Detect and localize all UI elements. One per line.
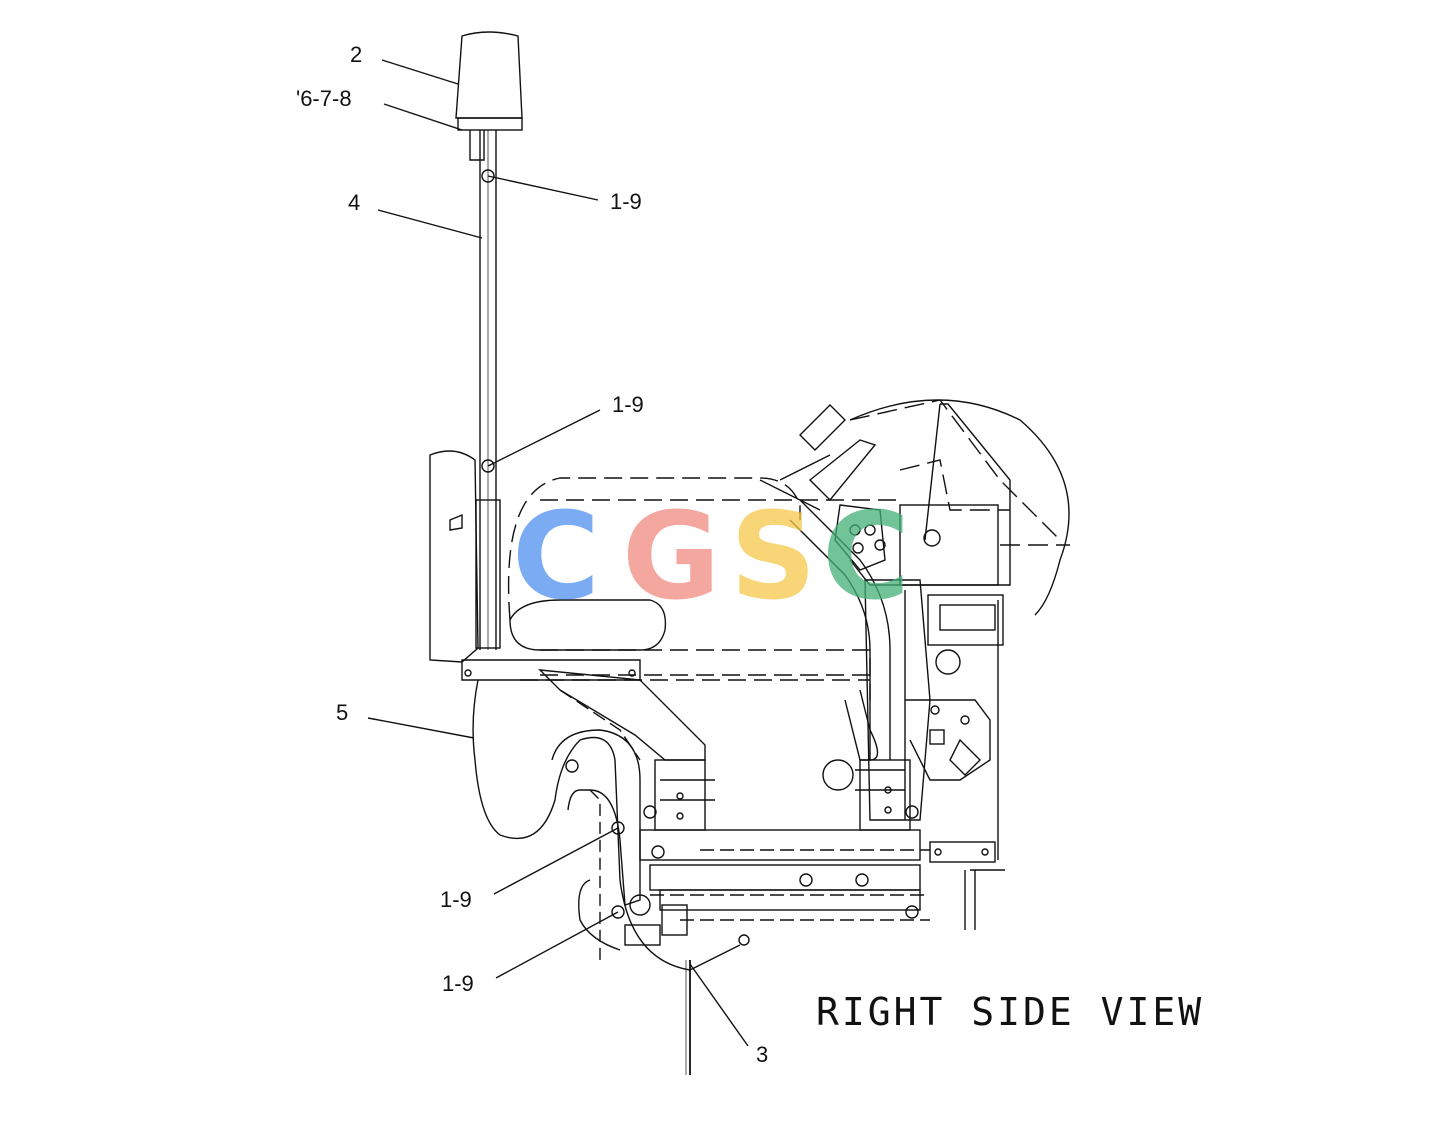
callout-5: 5 bbox=[336, 700, 349, 725]
beacon-mast bbox=[479, 130, 497, 650]
beacon-lamp bbox=[455, 31, 523, 119]
fan-guard-arc bbox=[849, 399, 1070, 616]
callout-4: 4 bbox=[348, 190, 361, 215]
seat-cushion-outline bbox=[507, 477, 801, 621]
callout-6-7-8: '6-7-8 bbox=[296, 86, 352, 111]
control-pod bbox=[759, 403, 1011, 586]
console-tube bbox=[844, 689, 879, 761]
callout-1-9-top: 1-9 bbox=[610, 189, 642, 214]
watermark-letter-3: S bbox=[730, 488, 817, 627]
watermark-letter-2: G bbox=[622, 488, 721, 627]
watermark-letter-4: C bbox=[822, 488, 911, 627]
beacon-base bbox=[457, 117, 523, 131]
watermark-letter-1: C bbox=[512, 488, 601, 627]
left-upright bbox=[654, 759, 715, 831]
right-console-column bbox=[864, 579, 1005, 930]
callout-1-9-low-2: 1-9 bbox=[442, 971, 474, 996]
seat-pedestal bbox=[538, 669, 706, 761]
callout-1-9-low-1: 1-9 bbox=[440, 887, 472, 912]
mast-clamp-mid bbox=[481, 459, 495, 473]
callout-2: 2 bbox=[350, 42, 363, 67]
seat-back-panel bbox=[429, 450, 479, 663]
lower-frame bbox=[624, 805, 930, 946]
wire-harness bbox=[472, 679, 741, 971]
right-upright bbox=[822, 759, 911, 831]
view-title: RIGHT SIDE VIEW bbox=[816, 990, 1205, 1034]
callout-1-9-mid: 1-9 bbox=[612, 392, 644, 417]
leader-lines bbox=[367, 59, 749, 1047]
mast-clamp-top bbox=[481, 169, 495, 183]
callout-3: 3 bbox=[756, 1042, 769, 1067]
left-arch-bracket bbox=[551, 729, 641, 906]
